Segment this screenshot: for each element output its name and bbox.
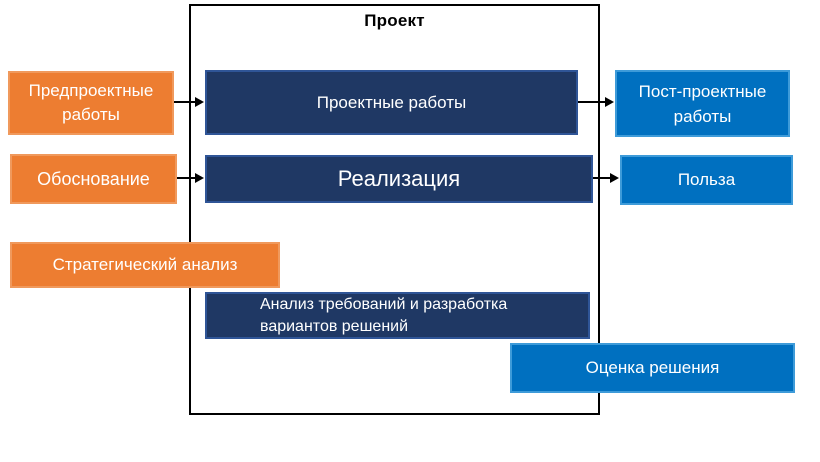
arrow-project-works-to-post-project	[578, 97, 614, 107]
requirements-line-2: вариантов решений	[260, 317, 409, 335]
box-strategic-analysis: Стратегический анализ	[10, 242, 280, 288]
arrow-justification-to-realization	[177, 173, 204, 183]
requirements-line-1: Анализ требований и разработка	[260, 295, 508, 313]
box-post-project-works: Пост-проектные работы	[615, 70, 790, 137]
arrow-pre-project-to-project-works	[174, 97, 204, 107]
project-boundary-rect	[189, 4, 600, 415]
requirements-analysis-text: Анализ требований и разработка вариантов…	[260, 294, 507, 338]
box-justification: Обоснование	[10, 154, 177, 204]
box-realization: Реализация	[205, 155, 593, 203]
arrow-realization-to-benefit	[593, 173, 619, 183]
box-solution-evaluation: Оценка решения	[510, 343, 795, 393]
box-project-works: Проектные работы	[205, 70, 578, 135]
box-requirements-analysis: Анализ требований и разработка вариантов…	[205, 292, 590, 339]
box-benefit: Польза	[620, 155, 793, 205]
diagram-title: Проект	[364, 11, 425, 30]
box-pre-project-works: Предпроектные работы	[8, 71, 174, 135]
